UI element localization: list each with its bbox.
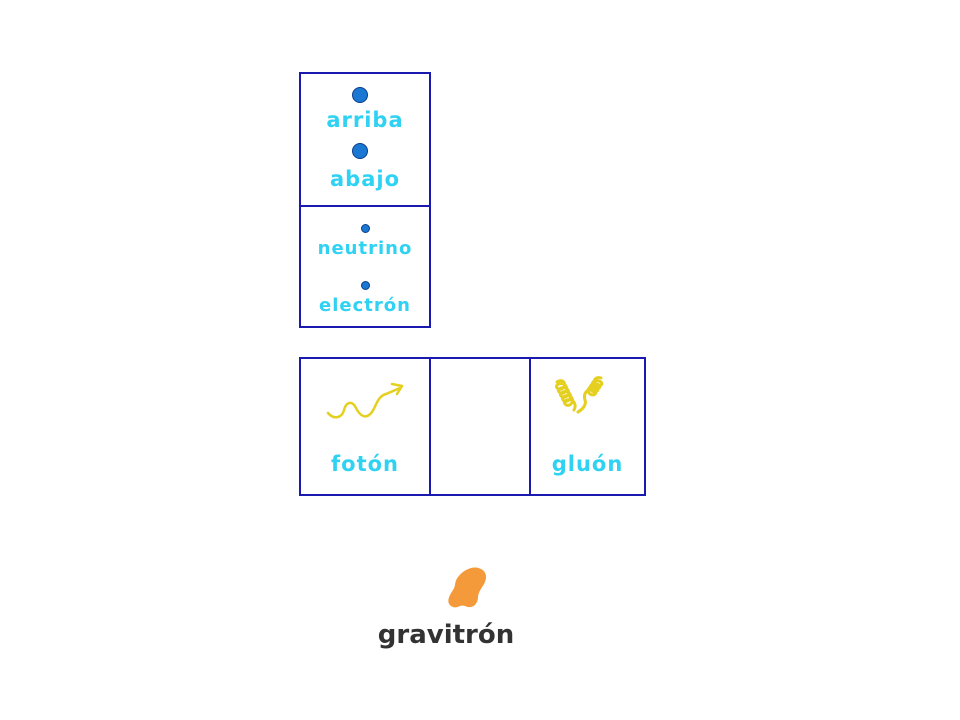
graviton-label: gravitrón <box>377 620 515 650</box>
electron-label: electrón <box>319 295 411 316</box>
photon-label: fotón <box>331 452 399 476</box>
empty-cell <box>429 357 531 496</box>
down-quark-label: abajo <box>330 167 400 191</box>
neutrino-label: neutrino <box>317 238 413 259</box>
wavy-arrow-icon <box>326 382 404 419</box>
gluon-cell <box>529 357 646 496</box>
neutrino-icon <box>361 224 370 233</box>
lepton-cell <box>299 205 431 328</box>
down-quark-icon <box>352 143 368 159</box>
gluon-label: gluón <box>551 452 624 476</box>
electron-icon <box>361 281 370 290</box>
up-quark-icon <box>352 87 368 103</box>
graviton-blob-icon <box>448 567 487 608</box>
up-quark-label: arriba <box>326 108 404 132</box>
spring-coil-icon <box>555 376 604 414</box>
